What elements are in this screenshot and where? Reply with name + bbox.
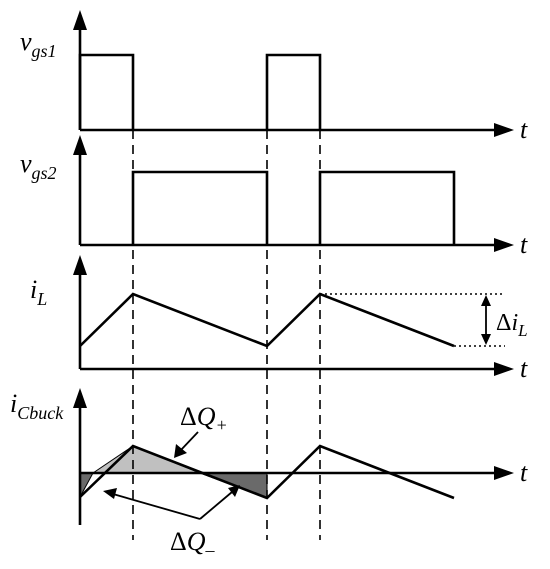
vgs1-label: vgs1 <box>20 27 57 61</box>
delta-q-minus-label: ΔQ– <box>170 527 216 560</box>
delta-il-arrow-top <box>481 295 491 306</box>
vgs2-t-label: t <box>520 230 528 259</box>
vgs1-x-arrowhead <box>494 123 514 137</box>
vgs2-panel: vgs2 t <box>20 135 528 259</box>
delta-q-minus-right-pointer <box>199 491 233 520</box>
il-t-label: t <box>520 354 528 383</box>
delta-q-minus-left-arrowhead <box>103 488 117 499</box>
il-x-arrowhead <box>494 362 514 376</box>
vgs1-t-label: t <box>520 115 528 144</box>
delta-il-label: ΔiL <box>496 310 528 340</box>
il-panel: iL ΔiL t <box>30 255 528 383</box>
delta-q-minus-left-pointer <box>112 493 201 520</box>
vgs1-pulse-1 <box>78 53 135 130</box>
icbuck-t-label: t <box>520 458 528 487</box>
icbuck-y-arrowhead <box>73 388 87 408</box>
vgs2-y-arrowhead <box>73 135 87 155</box>
delta-q-minus-right-arrowhead <box>228 485 240 497</box>
vgs2-label: vgs2 <box>20 149 57 183</box>
delta-q-plus-label: ΔQ+ <box>180 402 228 435</box>
il-label: iL <box>30 275 47 309</box>
icbuck-label: iCbuck <box>10 389 64 423</box>
icbuck-x-arrowhead <box>494 466 514 480</box>
vgs2-pulse-2 <box>318 170 456 245</box>
il-y-arrowhead <box>73 255 87 275</box>
icbuck-panel: iCbuck t ΔQ+ ΔQ– <box>10 388 528 560</box>
vgs1-y-arrowhead <box>73 10 87 30</box>
vgs1-panel: vgs1 t <box>20 10 528 144</box>
delta-q-plus-arrowhead <box>174 444 187 458</box>
timing-guides <box>132 130 321 540</box>
delta-il-arrow-bottom <box>481 334 491 345</box>
vgs2-x-arrowhead <box>494 238 514 252</box>
vgs2-pulse-1 <box>131 170 269 245</box>
vgs1-pulse-2 <box>265 53 322 130</box>
delta-q-plus-pointer <box>179 431 199 452</box>
